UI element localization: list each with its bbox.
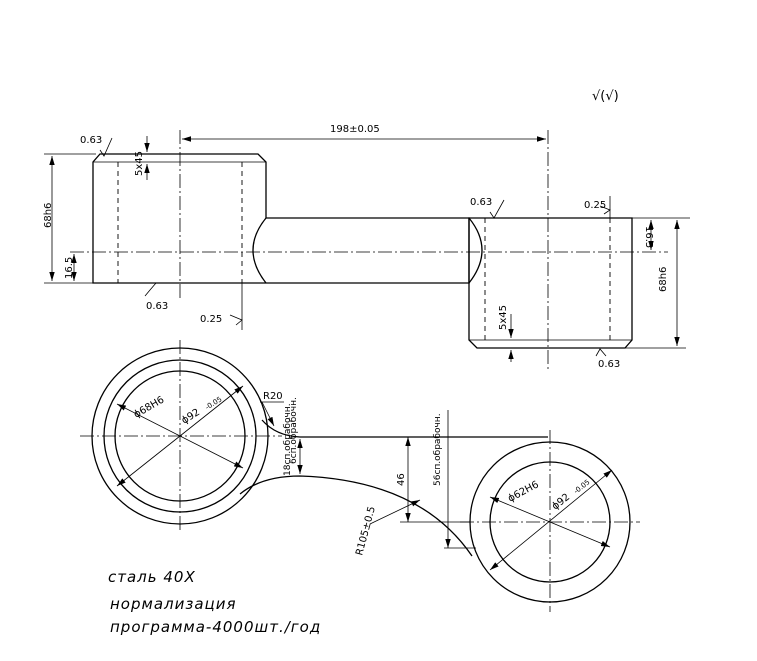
arm-bottom-contour: [239, 475, 473, 557]
roughness-left-top: 0.63: [80, 135, 102, 146]
roughness-right-side: 0.25: [584, 200, 606, 211]
roughness-right-bottom: 0.63: [598, 359, 620, 370]
roughness-right-top: 0.63: [470, 197, 492, 208]
roughness-left-bottom: 0.63: [146, 301, 168, 312]
arm-left-bulge: [252, 217, 267, 284]
note-material: сталь 40Х: [108, 568, 196, 586]
dim-left-stock: 6сп.обрабочн.: [289, 397, 299, 464]
dim-center-distance: 198±0.05: [330, 124, 380, 135]
arm-right-bulge: [468, 217, 483, 284]
dim-right-outer: ϕ92: [550, 492, 572, 513]
dim-left-outer: ϕ92: [180, 407, 202, 427]
dim-left-chamfer: 5x45: [134, 151, 145, 176]
dim-right-stock: 56сп.обрабочн.: [433, 413, 443, 486]
top-view: 198±0.05 68h6 16.5 5x45 0.63 0.63 0.25 0…: [43, 124, 690, 372]
note-program: программа-4000шт./год: [110, 618, 321, 636]
notes-block: сталь 40Х нормализация программа-4000шт.…: [108, 568, 321, 636]
dim-arm-stock: 18сп.обрабочн.: [283, 403, 293, 476]
roughness-left-side: 0.25: [200, 314, 222, 325]
arm-top-contour: [261, 419, 548, 438]
dim-right-bore: ϕ62H6: [506, 479, 540, 504]
dim-left-height: 68h6: [43, 203, 54, 228]
dim-right-offset: 16.5: [643, 226, 654, 248]
dim-right-height: 68h6: [658, 267, 669, 292]
dim-left-offset: 16.5: [64, 257, 75, 279]
roughness-symbol-header: √(√): [592, 89, 619, 104]
dim-left-bore: ϕ68H6: [132, 394, 166, 420]
right-boss-outline: [468, 217, 633, 349]
dim-fillet-radius: R20: [263, 391, 283, 402]
dim-arc-radius: R105±0.5: [354, 505, 378, 556]
dim-arm-height: 46: [396, 473, 407, 486]
note-treatment: нормализация: [110, 595, 237, 613]
dim-right-chamfer: 5x45: [498, 305, 509, 330]
dim-right-outer-tol: -0.05: [572, 478, 591, 495]
left-boss-outline: [92, 153, 470, 284]
